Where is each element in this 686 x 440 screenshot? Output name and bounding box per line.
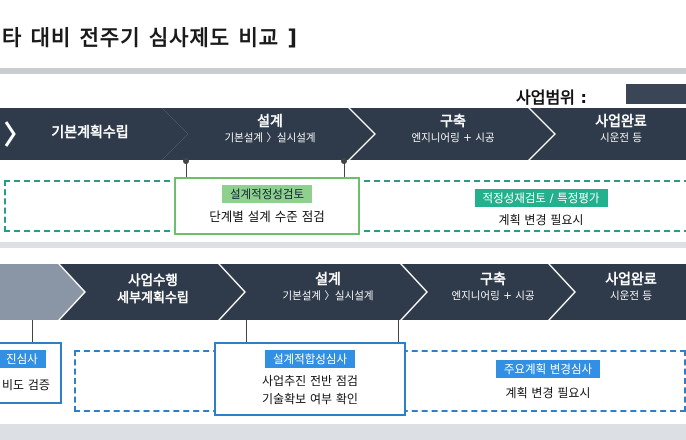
bottom-chevron-3	[220, 264, 426, 320]
bottom-chevron-5	[550, 264, 686, 320]
major-change-review-box: 주요계획 변경심사 계획 변경 필요시	[468, 358, 628, 402]
connector-line	[32, 320, 33, 344]
bottom-stage-3: 설계 기본설계 〉실시설계	[282, 272, 374, 302]
top-chevron-4	[530, 108, 686, 160]
bottom-flow-chevrons	[0, 264, 686, 320]
top-flow-chevrons	[0, 108, 686, 160]
bottom-stage-2: 사업수행 세부계획수립	[117, 273, 189, 306]
bottom-chevron-1	[0, 264, 84, 320]
top-stage-2: 설계 기본설계 〉실시설계	[224, 114, 316, 144]
bottom-band	[0, 424, 686, 440]
reassessment-text: 계획 변경 필요시	[498, 213, 584, 227]
preliminary-review-box: 진심사 비도 검증	[0, 342, 62, 404]
design-adequacy-review-box: 설계적정성검토 단계별 설계 수준 점검	[174, 177, 360, 235]
design-adequacy-tag: 설계적정성검토	[221, 185, 313, 203]
top-chevron-2	[162, 108, 374, 160]
reassessment-box: 적정성재검토 / 특정평가 계획 변경 필요시	[446, 187, 636, 229]
preliminary-review-tag: 진심사	[0, 350, 46, 368]
design-suitability-line2: 기술확보 여부 확인	[262, 392, 358, 406]
bottom-chevron-4	[402, 264, 574, 320]
design-suitability-line1: 사업추진 전반 점검	[262, 374, 358, 388]
bottom-stage-5: 사업완료 시운전 등	[605, 272, 657, 302]
divider	[0, 242, 686, 248]
major-change-tag: 주요계획 변경심사	[495, 360, 601, 378]
top-chevron-3	[350, 108, 554, 160]
top-stage-1: 기본계획수립	[51, 125, 129, 141]
bottom-chevron-2	[60, 264, 244, 320]
preliminary-review-text: 비도 검증	[2, 378, 50, 392]
major-change-text: 계획 변경 필요시	[505, 386, 591, 400]
reassessment-tag: 적정성재검토 / 특정평가	[474, 189, 608, 207]
bottom-stage-4: 구축 엔지니어링 + 시공	[451, 272, 535, 302]
divider	[0, 68, 686, 74]
chevron-arrow-icon	[4, 121, 16, 147]
design-suitability-tag: 설계적합성심사	[264, 350, 356, 368]
scope-label: 사업범위 :	[516, 88, 587, 107]
design-suitability-review-box: 설계적합성심사 사업추진 전반 점검 기술확보 여부 확인	[214, 342, 406, 416]
top-stage-3: 구축 엔지니어링 + 시공	[411, 114, 495, 144]
connector-line	[186, 160, 187, 182]
connector-line	[344, 160, 345, 182]
scope-swatch	[626, 84, 686, 104]
top-chevron-1	[0, 108, 188, 160]
connector-line	[246, 320, 247, 344]
design-adequacy-text: 단계별 설계 수준 점검	[209, 209, 325, 224]
top-stage-4: 사업완료 시운전 등	[595, 114, 647, 144]
page-title: 타 대비 전주기 심사제도 비교 ]	[2, 26, 298, 50]
connector-line	[398, 320, 399, 344]
